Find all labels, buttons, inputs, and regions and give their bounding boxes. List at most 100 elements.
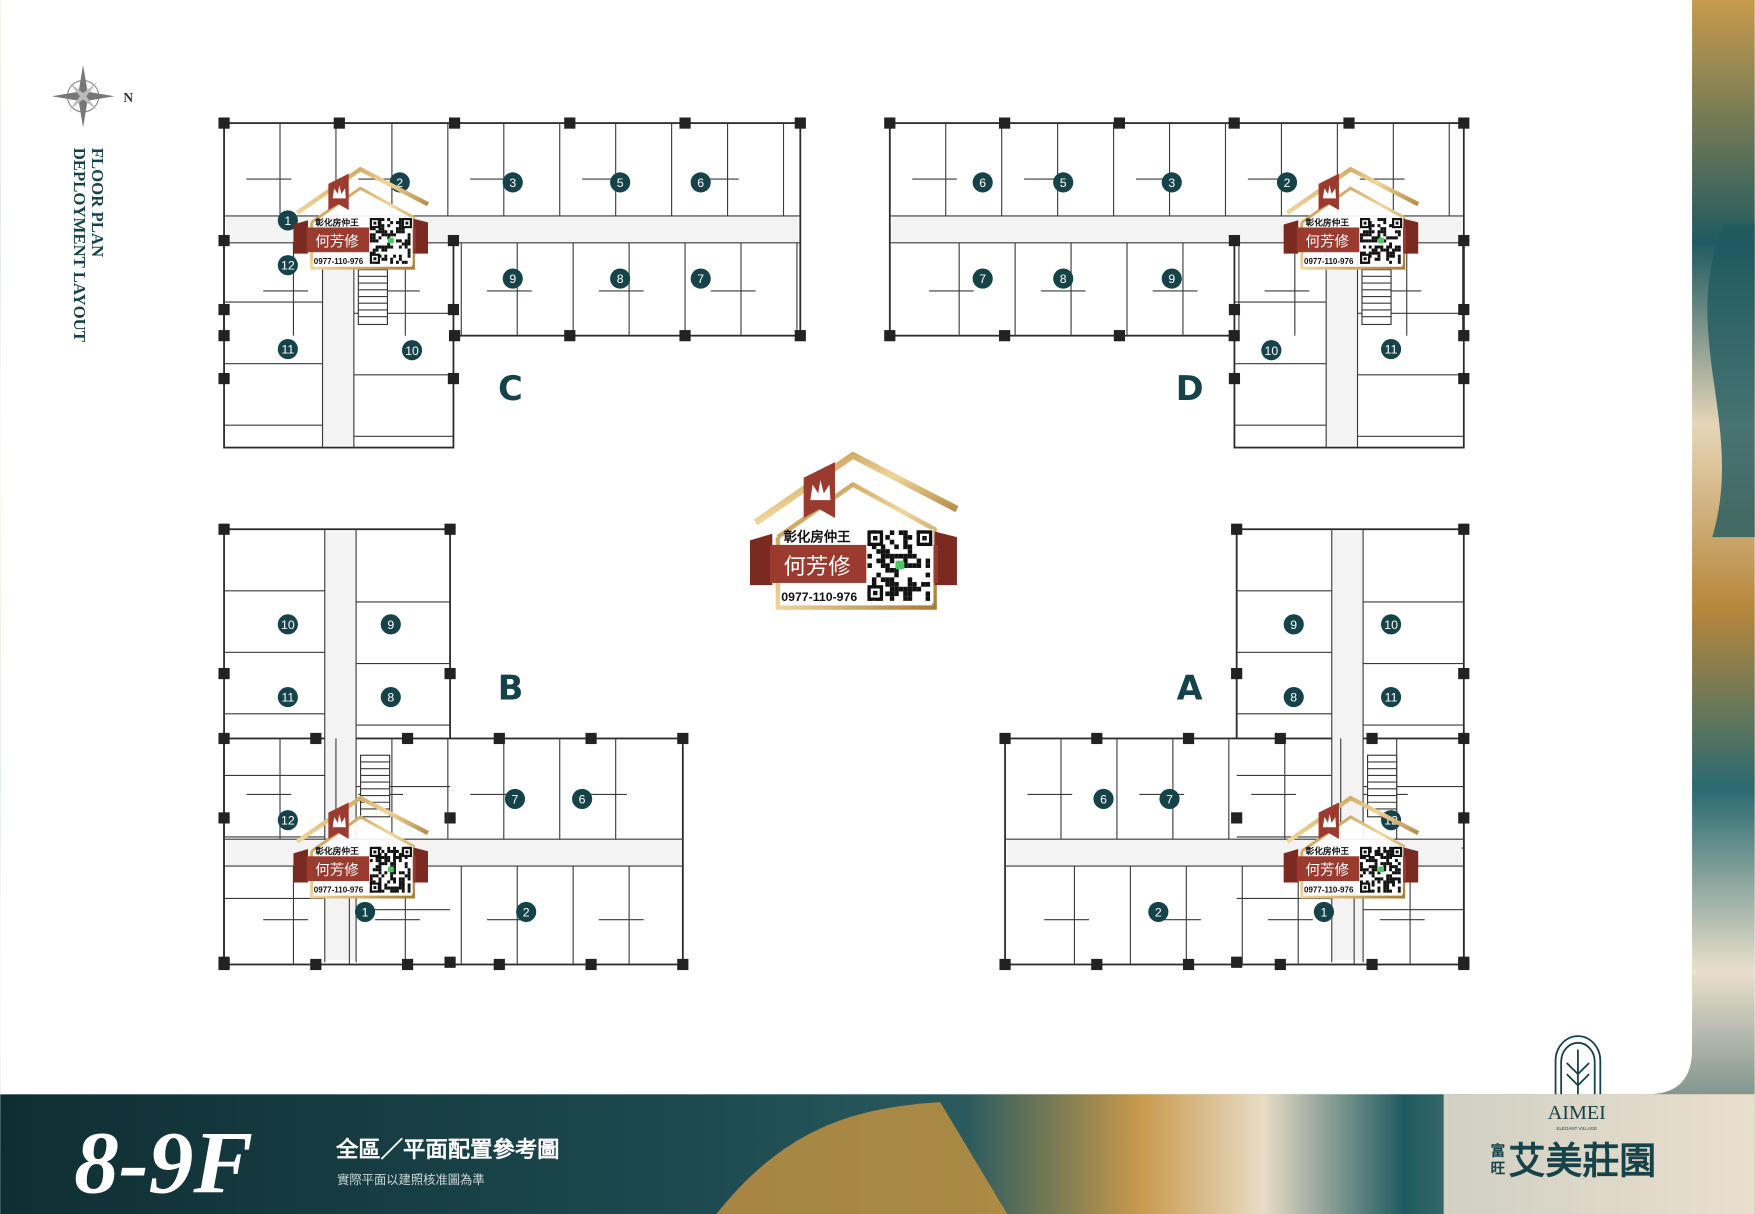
unit-marker[interactable]: 11 — [277, 339, 298, 360]
building-label: D — [1176, 369, 1204, 408]
crown-icon — [1322, 185, 1337, 199]
unit-marker[interactable]: 10 — [277, 614, 298, 635]
column — [218, 117, 230, 129]
unit-number: 2 — [1284, 176, 1291, 190]
column — [1113, 330, 1125, 342]
column — [218, 234, 230, 247]
column — [1182, 958, 1195, 971]
unit-marker[interactable]: 5 — [1053, 172, 1074, 193]
unit-marker[interactable]: 3 — [502, 172, 523, 193]
stair-core — [1361, 262, 1392, 326]
qr-code[interactable] — [1359, 217, 1403, 266]
unit-marker[interactable]: 7 — [972, 268, 993, 289]
unit-circle — [277, 255, 298, 276]
unit-marker[interactable]: 2 — [516, 901, 537, 922]
column — [999, 958, 1011, 971]
unit-marker[interactable]: 8 — [610, 268, 631, 289]
crown-icon — [332, 185, 346, 199]
unit-number: 6 — [979, 176, 986, 190]
unit-marker[interactable]: 2 — [1276, 172, 1298, 193]
unit-marker[interactable]: 10 — [401, 340, 423, 361]
unit-marker[interactable]: 1 — [354, 901, 376, 922]
unit-marker[interactable]: 7 — [690, 268, 711, 289]
unit-circle — [1283, 614, 1304, 635]
qr-code[interactable] — [369, 846, 413, 895]
unit-marker[interactable]: 1 — [1313, 901, 1335, 922]
column — [1231, 956, 1243, 968]
badge-agent: 何芳修 — [784, 554, 851, 580]
unit-marker[interactable]: 7 — [504, 788, 526, 809]
unit-marker[interactable]: 10 — [1261, 340, 1282, 361]
badge-phone: 0977-110-976 — [314, 257, 364, 266]
unit-circle — [502, 268, 523, 289]
column — [585, 958, 597, 971]
unit-marker[interactable]: 12 — [277, 810, 298, 831]
unit-marker[interactable]: 6 — [1093, 788, 1114, 809]
unit-number: 10 — [405, 344, 419, 358]
unit-number: 9 — [509, 272, 516, 286]
unit-marker[interactable]: 6 — [572, 788, 593, 809]
unit-marker[interactable]: 8 — [380, 687, 401, 708]
unit-marker[interactable]: 9 — [502, 268, 523, 289]
unit-marker[interactable]: 9 — [380, 614, 401, 635]
column — [1274, 958, 1286, 971]
unit-number: 8 — [1060, 272, 1067, 286]
qr-code[interactable] — [866, 529, 934, 604]
unit-number: 8 — [617, 272, 624, 286]
badge-company: 彰化房仲王 — [784, 529, 851, 546]
column — [310, 732, 322, 745]
column — [564, 330, 576, 342]
column — [310, 958, 322, 971]
column — [679, 330, 691, 342]
unit-circle — [401, 340, 423, 361]
unit-circle — [277, 210, 298, 231]
column — [218, 812, 230, 824]
unit-marker[interactable]: 11 — [1381, 339, 1402, 360]
unit-marker[interactable]: 6 — [690, 172, 711, 193]
unit-marker[interactable]: 10 — [1381, 614, 1402, 635]
column — [1458, 812, 1470, 824]
unit-number: 6 — [1100, 792, 1107, 806]
unit-circle — [1148, 901, 1169, 922]
column — [1366, 732, 1378, 745]
unit-marker[interactable]: 12 — [277, 255, 298, 276]
qr-code[interactable] — [1359, 846, 1403, 895]
logo-brand: AIMEI — [1548, 1102, 1606, 1124]
badge-phone: 0977-110-976 — [1304, 886, 1354, 895]
unit-marker[interactable]: 9 — [1283, 614, 1304, 635]
qr-code[interactable] — [369, 217, 413, 266]
unit-marker[interactable]: 5 — [610, 172, 631, 193]
unit-number: 11 — [281, 691, 294, 705]
unit-marker[interactable]: 9 — [1161, 268, 1182, 289]
stair-core — [1367, 754, 1398, 818]
unit-marker[interactable]: 3 — [1161, 172, 1182, 193]
unit-number: 10 — [1384, 618, 1398, 632]
badge-agent: 何芳修 — [315, 862, 359, 879]
unit-marker[interactable]: 8 — [1283, 687, 1304, 708]
column — [999, 117, 1011, 129]
unit-number: 7 — [512, 792, 519, 806]
column — [444, 812, 456, 824]
badge-company: 彰化房仲王 — [315, 216, 359, 228]
column — [1231, 667, 1243, 680]
unit-marker[interactable]: 11 — [277, 687, 298, 708]
unit-marker[interactable]: 11 — [1381, 687, 1402, 708]
unit-marker[interactable]: 8 — [1053, 268, 1074, 289]
unit-circle — [610, 172, 631, 193]
unit-circle — [1261, 340, 1282, 361]
column — [493, 732, 505, 745]
unit-number: 11 — [1385, 343, 1398, 357]
unit-marker[interactable]: 1 — [277, 210, 298, 231]
unit-marker[interactable]: 6 — [972, 172, 993, 193]
column — [1228, 372, 1241, 385]
unit-circle — [1053, 268, 1074, 289]
column — [401, 732, 414, 745]
badge-phone: 0977-110-976 — [781, 590, 857, 604]
unit-marker[interactable]: 7 — [1159, 788, 1180, 809]
column — [218, 303, 230, 316]
crown-icon — [1322, 814, 1337, 828]
column — [1113, 117, 1125, 129]
unit-marker[interactable]: 2 — [1148, 901, 1169, 922]
